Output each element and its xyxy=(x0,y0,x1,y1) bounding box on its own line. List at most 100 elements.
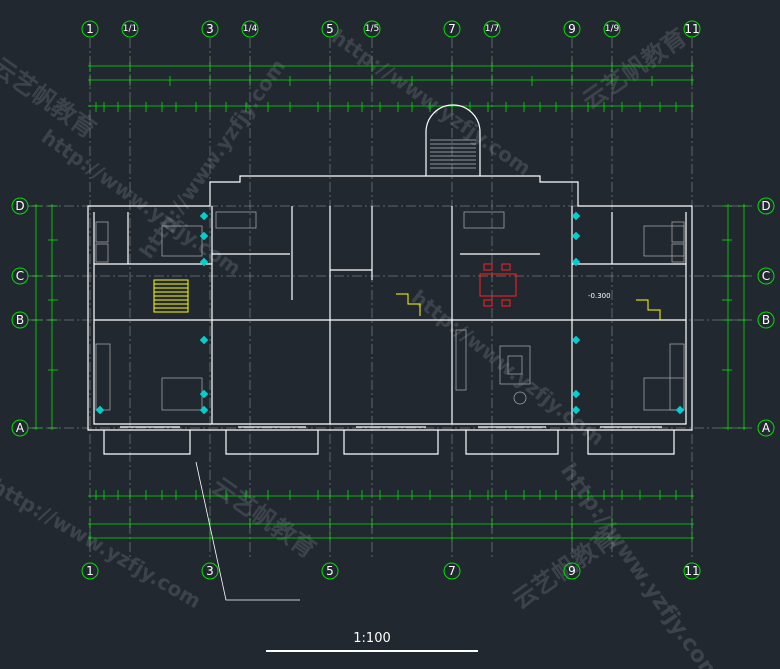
dimension-lines xyxy=(32,62,748,542)
axis-bubble-top-8: 1/7 xyxy=(483,20,501,38)
stairs-layer xyxy=(153,279,661,320)
equipment-marker xyxy=(199,335,209,345)
axis-bubble-circle xyxy=(321,562,339,580)
axis-bubble-circle xyxy=(757,267,775,285)
axis-bubble-top-2: 1/1 xyxy=(121,20,139,38)
toilet xyxy=(95,221,109,243)
axis-bubble-label: 7 xyxy=(448,564,456,578)
dining-chair xyxy=(483,299,493,307)
dining-set xyxy=(479,263,517,307)
axis-bubble-label: B xyxy=(762,313,770,327)
axis-bubble-circle xyxy=(11,267,29,285)
axis-bubble-label: 5 xyxy=(326,564,334,578)
axis-bubble-right-b: B xyxy=(757,311,775,329)
axis-bubble-left-b: B xyxy=(11,311,29,329)
axis-bubble-circle xyxy=(683,20,701,38)
equipment-marker xyxy=(199,405,209,415)
balcony-rail xyxy=(343,430,439,455)
axis-bubble-right-c: C xyxy=(757,267,775,285)
axis-bubble-bottom-5: 9 xyxy=(563,562,581,580)
stair-right xyxy=(636,299,661,320)
bed-upper-left xyxy=(161,225,203,257)
kitchen-counter xyxy=(463,211,505,229)
axis-bubble-left-c: C xyxy=(11,267,29,285)
equipment-marker xyxy=(675,405,685,415)
axis-bubble-circle xyxy=(81,20,99,38)
axis-bubble-label: 11 xyxy=(684,564,699,578)
coffee-table xyxy=(507,355,523,375)
axis-bubble-circle xyxy=(757,311,775,329)
axis-bubble-label: 9 xyxy=(568,22,576,36)
axis-bubble-label: 9 xyxy=(568,564,576,578)
kitchen-counter xyxy=(215,211,257,229)
axis-bubble-bottom-2: 3 xyxy=(201,562,219,580)
stair-outline xyxy=(153,279,189,313)
equipment-marker xyxy=(199,211,209,221)
axis-bubble-circle xyxy=(11,197,29,215)
axis-bubble-circle xyxy=(757,419,775,437)
axis-bubble-label: 1/9 xyxy=(605,24,620,34)
balcony-rail xyxy=(225,430,319,455)
axis-bubble-circle xyxy=(241,20,259,38)
axis-bubble-circle xyxy=(483,20,501,38)
axis-bubble-circle xyxy=(757,197,775,215)
armchair xyxy=(513,391,527,405)
axis-bubble-label: A xyxy=(16,421,25,435)
axis-bubble-circle xyxy=(121,20,139,38)
axis-bubble-top-1: 1 xyxy=(81,20,99,38)
equipment-marker xyxy=(95,405,105,415)
axis-bubble-label: C xyxy=(762,269,770,283)
washbasin xyxy=(95,243,109,263)
axis-bubble-label: 5 xyxy=(326,22,334,36)
balcony-rail xyxy=(587,430,675,455)
axis-bubble-top-9: 9 xyxy=(563,20,581,38)
equipment-marker xyxy=(199,389,209,399)
axis-bubble-right-d: D xyxy=(757,197,775,215)
axis-bubble-top-11: 11 xyxy=(683,20,701,38)
axis-bubble-label: D xyxy=(761,199,770,213)
axis-bubble-label: 1 xyxy=(86,564,94,578)
axis-bubble-top-3: 3 xyxy=(201,20,219,38)
axis-bubble-bottom-1: 1 xyxy=(81,562,99,580)
equipment-marker xyxy=(571,335,581,345)
toilet xyxy=(671,221,685,243)
axis-bubble-top-4: 1/4 xyxy=(241,20,259,38)
axis-bubble-label: C xyxy=(16,269,24,283)
exterior-wall-outline xyxy=(87,175,693,431)
axis-bubble-left-a: A xyxy=(11,419,29,437)
axis-bubble-label: A xyxy=(762,421,771,435)
axis-bubble-circle xyxy=(11,419,29,437)
axis-bubble-label: 7 xyxy=(448,22,456,36)
axis-bubble-top-10: 1/9 xyxy=(603,20,621,38)
dining-chair xyxy=(483,263,493,271)
entry-stair-tower xyxy=(425,104,481,176)
sofa-set xyxy=(499,345,531,385)
axis-bubble-circle xyxy=(563,20,581,38)
axis-bubble-bottom-6: 11 xyxy=(683,562,701,580)
elevation-mark: -0.300 xyxy=(588,292,611,300)
equipment-marker xyxy=(199,231,209,241)
washbasin xyxy=(671,243,685,263)
axis-bubble-circle xyxy=(563,562,581,580)
axis-bubble-label: 11 xyxy=(684,22,699,36)
dining-table xyxy=(479,273,517,297)
axis-bubble-circle xyxy=(603,20,621,38)
dining-chair xyxy=(501,299,511,307)
equipment-marker xyxy=(199,257,209,267)
axis-bubble-circle xyxy=(683,562,701,580)
balcony-rail xyxy=(465,430,559,455)
axis-bubble-label: B xyxy=(16,313,24,327)
axis-bubble-top-6: 1/5 xyxy=(363,20,381,38)
axis-bubble-circle xyxy=(201,562,219,580)
axis-bubble-circle xyxy=(81,562,99,580)
axis-bubble-circle xyxy=(321,20,339,38)
axis-bubble-top-7: 7 xyxy=(443,20,461,38)
equipment-marker xyxy=(571,389,581,399)
equipment-marker xyxy=(571,405,581,415)
leader-line xyxy=(195,461,300,601)
axis-bubble-label: 1 xyxy=(86,22,94,36)
axis-bubble-bottom-4: 7 xyxy=(443,562,461,580)
